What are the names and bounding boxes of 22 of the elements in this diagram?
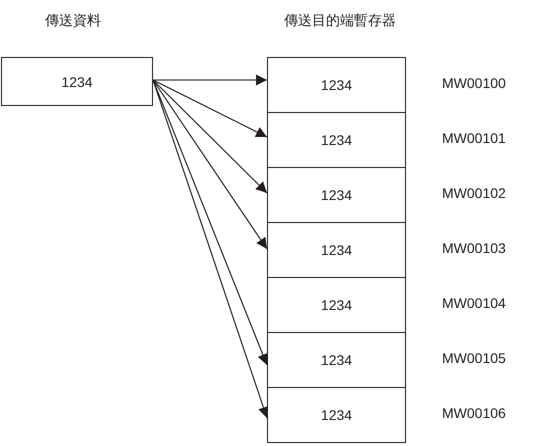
register-address: MW00100 xyxy=(442,75,506,91)
column-heading: 傳送目的端暫存器 xyxy=(284,12,396,30)
column-heading: 傳送資料 xyxy=(45,12,101,30)
register-cell: 1234 xyxy=(267,167,406,222)
register-address: MW00102 xyxy=(442,185,506,201)
register-cell: 1234 xyxy=(267,277,406,332)
arrow xyxy=(153,74,267,86)
arrow xyxy=(152,80,268,138)
register-cell: 1234 xyxy=(267,112,406,167)
register-cell: 1234 xyxy=(267,387,406,443)
register-address: MW00106 xyxy=(442,405,506,421)
register-address: MW00105 xyxy=(442,350,506,366)
arrow xyxy=(152,80,268,194)
register-cell: 1234 xyxy=(267,222,406,277)
register-cell: 1234 xyxy=(267,57,406,112)
register-address: MW00104 xyxy=(442,295,506,311)
register-address: MW00101 xyxy=(442,130,506,146)
arrow xyxy=(152,80,268,250)
register-cell: 1234 xyxy=(267,332,406,387)
arrow xyxy=(152,80,268,366)
register-address: MW00103 xyxy=(442,240,506,256)
data-box: 1234 xyxy=(1,57,153,106)
